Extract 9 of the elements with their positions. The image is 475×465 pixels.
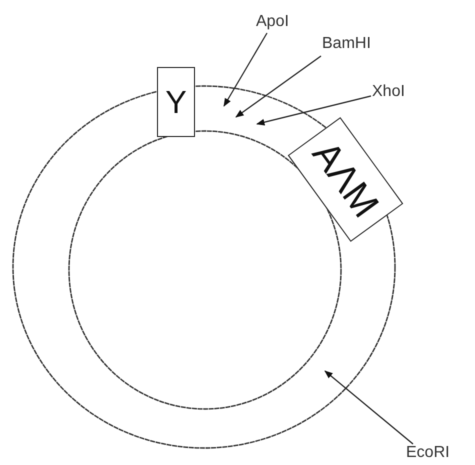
restriction-site-label: XhoI <box>372 82 405 102</box>
leader-arrow <box>223 32 268 107</box>
restriction-site-label: BamHI <box>322 34 371 54</box>
leader-arrow <box>324 370 414 444</box>
restriction-site-label: ApoI <box>256 12 289 32</box>
gene-box: Y <box>157 67 195 137</box>
leader-arrow <box>256 95 372 126</box>
restriction-site-label: EcoRI <box>406 443 450 463</box>
leader-arrow <box>235 56 322 118</box>
